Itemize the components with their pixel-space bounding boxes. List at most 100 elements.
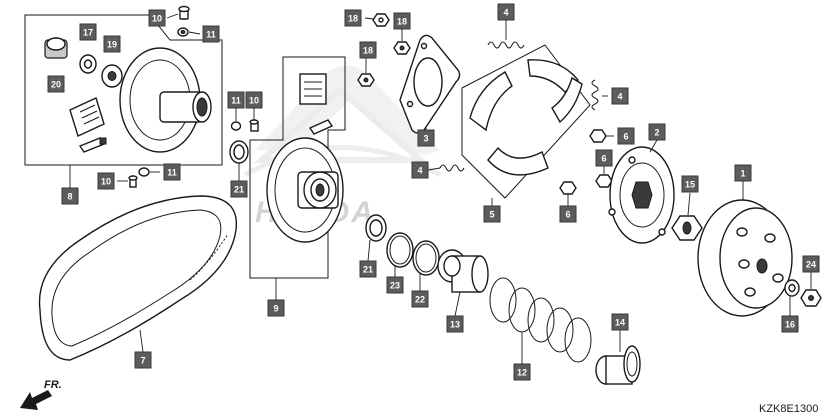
callout-box (202, 25, 220, 43)
drive-belt-7-part (38, 195, 238, 361)
callout-label: 2 (654, 128, 659, 138)
callout-18: 18 (393, 12, 411, 30)
callout-6: 6 (595, 149, 613, 167)
callout-label: 5 (489, 210, 494, 220)
callout-label: 21 (234, 185, 244, 195)
spring-4-right-part (591, 79, 599, 111)
callout-14: 14 (611, 313, 629, 331)
cap-11-top-part (177, 27, 189, 37)
callout-box (611, 313, 629, 331)
callout-10: 10 (245, 91, 263, 109)
callout-19: 19 (103, 35, 121, 53)
callout-box (497, 3, 515, 21)
driven-pulley-assembly-group (249, 56, 346, 300)
callout-1: 1 (734, 164, 752, 182)
callout-label: 10 (249, 96, 259, 106)
callout-17: 17 (79, 23, 97, 41)
callout-11: 11 (202, 25, 220, 43)
callout-22: 22 (411, 290, 429, 308)
callout-label: 6 (601, 154, 606, 164)
front-direction-label: FR. (44, 379, 62, 391)
callout-label: 21 (363, 265, 373, 275)
callout-label: 11 (206, 30, 216, 40)
grease-tube-icon (78, 137, 107, 153)
callout-box (483, 205, 501, 223)
callout-24: 24 (802, 255, 820, 273)
oil-seal-21-right-part (365, 214, 387, 242)
callout-23: 23 (386, 276, 404, 294)
callout-box (61, 187, 79, 205)
callout-label: 20 (51, 80, 61, 90)
leader-13 (454, 291, 461, 317)
callout-label: 23 (390, 281, 400, 291)
callout-box (359, 260, 377, 278)
oil-seal-21-left-part (229, 140, 249, 164)
callout-box (230, 180, 248, 198)
nut-6-right-part (589, 129, 607, 143)
leader-10-top (166, 13, 179, 19)
nut-18-top-part (372, 13, 390, 27)
clutch-plate-3-part (399, 34, 461, 134)
callout-box (446, 315, 464, 333)
callout-6: 6 (617, 127, 635, 145)
callout-box (617, 127, 635, 145)
clutch-outer-1-part (697, 199, 793, 317)
callout-label: 17 (83, 28, 93, 38)
callout-box (134, 351, 152, 369)
callout-box (559, 205, 577, 223)
bushing-20-part (44, 37, 68, 59)
grease-label-card-icon (69, 97, 105, 137)
callout-box (386, 276, 404, 294)
callout-10: 10 (148, 9, 166, 27)
drive-plate-2-part (608, 146, 675, 244)
callout-13: 13 (446, 315, 464, 333)
callout-label: 8 (67, 192, 72, 202)
callout-label: 13 (450, 320, 460, 330)
callout-11: 11 (227, 91, 245, 109)
group-9-frame (249, 56, 346, 279)
collar-14-part (595, 345, 641, 385)
bolt-10-lower-part (128, 175, 138, 188)
leader-7 (139, 329, 144, 353)
callout-label: 14 (615, 318, 625, 328)
callout-box (344, 9, 362, 27)
callout-21: 21 (230, 180, 248, 198)
callout-box (227, 91, 245, 109)
callout-label: 18 (363, 46, 373, 56)
cap-11-mid-part (230, 121, 242, 131)
washer-16-part (784, 279, 800, 297)
o-ring-23-part (386, 232, 414, 268)
nut-6-bottom-part (559, 181, 577, 195)
callout-15: 15 (681, 175, 699, 193)
callout-8: 8 (61, 187, 79, 205)
callout-21: 21 (359, 260, 377, 278)
callout-box (97, 172, 115, 190)
group-5-frame (461, 44, 591, 199)
callout-label: 3 (423, 134, 428, 144)
callout-20: 20 (47, 75, 65, 93)
callout-label: 11 (167, 168, 177, 178)
collar-13-part (437, 249, 489, 293)
callout-label: 12 (517, 368, 527, 378)
callout-label: 4 (417, 166, 422, 176)
o-ring-22-part (412, 240, 440, 276)
callout-2: 2 (648, 123, 666, 141)
callout-box (417, 129, 435, 147)
callout-4: 4 (611, 87, 629, 105)
callout-box (103, 35, 121, 53)
nut-18-upper-right-part (393, 41, 411, 55)
cap-11-lower-part (138, 167, 150, 177)
callout-label: 4 (617, 92, 622, 102)
callout-label: 1 (740, 169, 745, 179)
callout-box (47, 75, 65, 93)
callout-box (781, 315, 799, 333)
callout-10: 10 (97, 172, 115, 190)
diagram-code-label: KZK8E1300 (759, 403, 818, 415)
clutch-shoe-bottom-part (487, 146, 549, 176)
nut-24-part (800, 289, 822, 307)
spring-4-top-part (487, 41, 525, 49)
callout-5: 5 (483, 205, 501, 223)
callout-label: 16 (785, 320, 795, 330)
callout-box (802, 255, 820, 273)
